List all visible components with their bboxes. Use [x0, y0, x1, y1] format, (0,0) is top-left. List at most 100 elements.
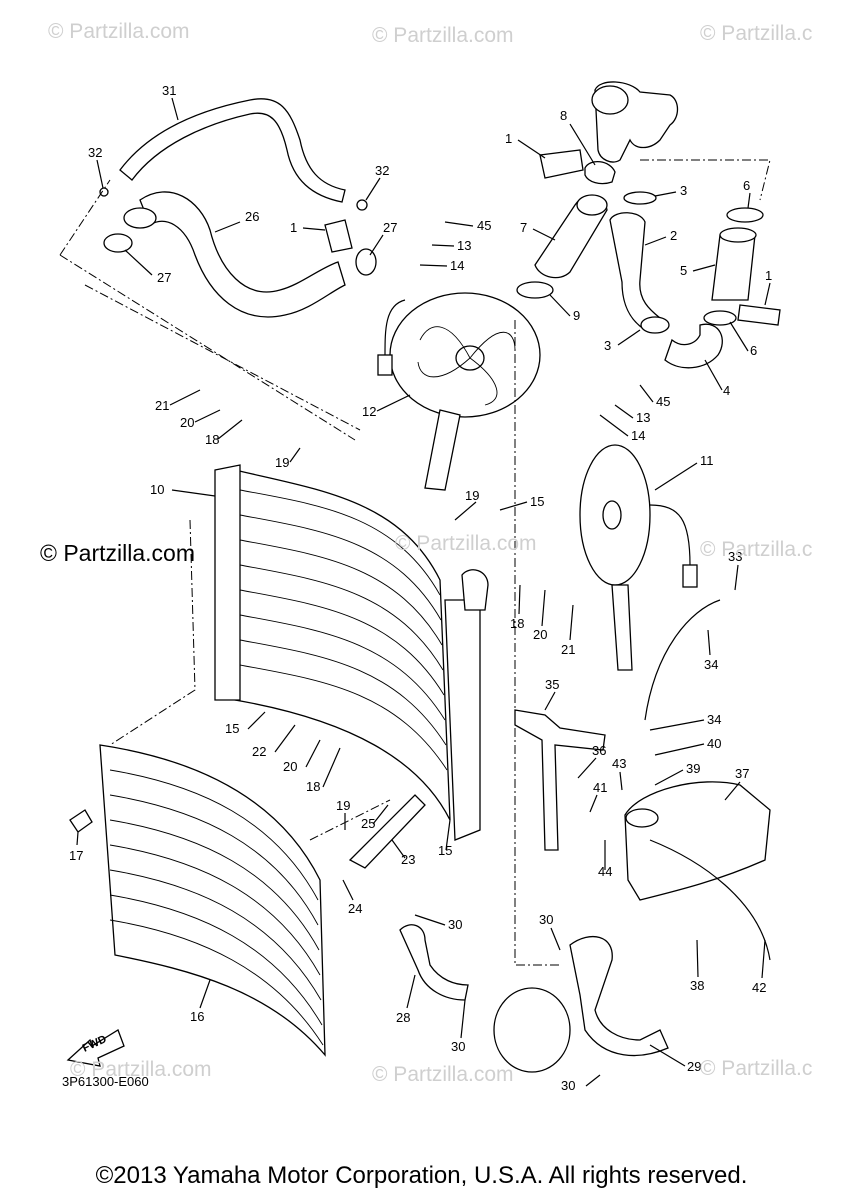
clamp-27-left: [103, 233, 133, 253]
copyright-notice: ©2013 Yamaha Motor Corporation, U.S.A. A…: [95, 1162, 748, 1189]
callout-30-bottom: 30: [451, 1039, 465, 1054]
callout-33: 33: [728, 549, 742, 564]
callout-45-mid: 45: [656, 394, 670, 409]
callout-32-left: 32: [88, 145, 102, 160]
callout-13-top: 13: [457, 238, 471, 253]
hose-4: [664, 323, 723, 369]
callout-18-top: 18: [205, 432, 219, 447]
callout-39: 39: [686, 761, 700, 776]
fan-11-connector: [682, 564, 698, 588]
diagram-code: 3P61300-E060: [62, 1074, 149, 1089]
callout-12: 12: [362, 404, 376, 419]
leader-dash-4: [640, 159, 771, 201]
reservoir-cap-39: [625, 808, 659, 828]
callout-45-top: 45: [477, 218, 491, 233]
callout-27-right: 27: [383, 220, 397, 235]
bracket-23: [348, 794, 426, 869]
callout-20-lower: 20: [283, 759, 297, 774]
callout-1-top: 1: [505, 131, 512, 146]
callout-19-lower: 19: [336, 798, 350, 813]
callout-17: 17: [69, 848, 83, 863]
clamp-6-bottom: [703, 310, 737, 326]
callout-34-top: 34: [704, 657, 718, 672]
leader-dash-1: [59, 179, 111, 256]
clamp-1-right: [737, 304, 781, 326]
clip-32-right: [356, 199, 368, 211]
callout-30-right: 30: [539, 912, 553, 927]
water-pump-body: [493, 987, 571, 1073]
callout-42: 42: [752, 980, 766, 995]
callout-2: 2: [670, 228, 677, 243]
callout-8: 8: [560, 108, 567, 123]
callout-14-mid: 14: [631, 428, 645, 443]
clamp-3-bottom: [640, 316, 670, 334]
callout-15-lower: 15: [225, 721, 239, 736]
callout-4: 4: [723, 383, 730, 398]
watermark: © Partzilla.com: [48, 20, 190, 43]
leader-dash-3: [84, 284, 361, 431]
leader-dash-5: [514, 320, 560, 966]
clamp-1-top: [539, 149, 584, 179]
watermark: © Partzilla.c: [700, 538, 813, 561]
callout-21-mid: 21: [561, 642, 575, 657]
clamp-6-top: [726, 207, 764, 223]
watermark: © Partzilla.c: [700, 22, 813, 45]
overflow-hose-42: [649, 839, 771, 961]
callout-19-mid: 19: [465, 488, 479, 503]
grille-16-slats: [109, 769, 324, 1046]
callout-36: 36: [592, 743, 606, 758]
clamp-27-right: [355, 248, 377, 276]
hose-7-end: [576, 194, 608, 216]
callout-14-top: 14: [450, 258, 464, 273]
callout-38: 38: [690, 978, 704, 993]
fan-11-bracket: [611, 584, 633, 671]
fan-12-blades: [417, 326, 516, 406]
watermark: © Partzilla.c: [700, 1057, 813, 1080]
callout-27-left: 27: [157, 270, 171, 285]
watermark: © Partzilla.com: [395, 532, 537, 555]
radiator-10-left-tank: [214, 464, 241, 701]
callout-15-bottom: 15: [438, 843, 452, 858]
leader-dash-7: [109, 519, 196, 746]
hose-29: [569, 936, 669, 1057]
hose-26: [139, 191, 346, 318]
callout-leaders: [76, 97, 771, 1087]
callout-22: 22: [252, 744, 266, 759]
callout-24: 24: [348, 901, 362, 916]
hose-28: [399, 924, 469, 1001]
callout-35: 35: [545, 677, 559, 692]
callout-18-mid: 18: [510, 616, 524, 631]
callout-34-mid: 34: [707, 712, 721, 727]
clamp-9: [516, 281, 554, 299]
callout-1-right: 1: [765, 268, 772, 283]
thermostat-cap: [591, 85, 629, 115]
callout-18-lower: 18: [306, 779, 320, 794]
callout-15-mid: 15: [530, 494, 544, 509]
callout-29: 29: [687, 1059, 701, 1074]
fan-11-wire: [649, 504, 691, 566]
callout-3-top: 3: [680, 183, 687, 198]
callout-30-left: 30: [448, 917, 462, 932]
callout-3-bottom: 3: [604, 338, 611, 353]
callout-43: 43: [612, 756, 626, 771]
callout-41: 41: [593, 780, 607, 795]
radiator-10-right-tank: [444, 599, 481, 841]
bracket-35: [514, 709, 606, 851]
callout-11: 11: [700, 453, 714, 468]
clamp-3-top: [623, 191, 657, 205]
callout-25: 25: [361, 816, 375, 831]
callout-6-bottom: 6: [750, 343, 757, 358]
fan-11-hub: [602, 500, 622, 530]
radiator-10-filler-neck: [461, 569, 489, 611]
callout-9: 9: [573, 308, 580, 323]
clip-32-left: [99, 187, 109, 197]
breather-hose-33: [644, 599, 721, 721]
callout-23: 23: [401, 852, 415, 867]
callout-1-left: 1: [290, 220, 297, 235]
callout-26: 26: [245, 209, 259, 224]
leader-dash-6: [309, 799, 391, 841]
callout-31: 31: [162, 83, 176, 98]
reservoir-37: [624, 781, 771, 901]
hose-5: [711, 234, 756, 301]
